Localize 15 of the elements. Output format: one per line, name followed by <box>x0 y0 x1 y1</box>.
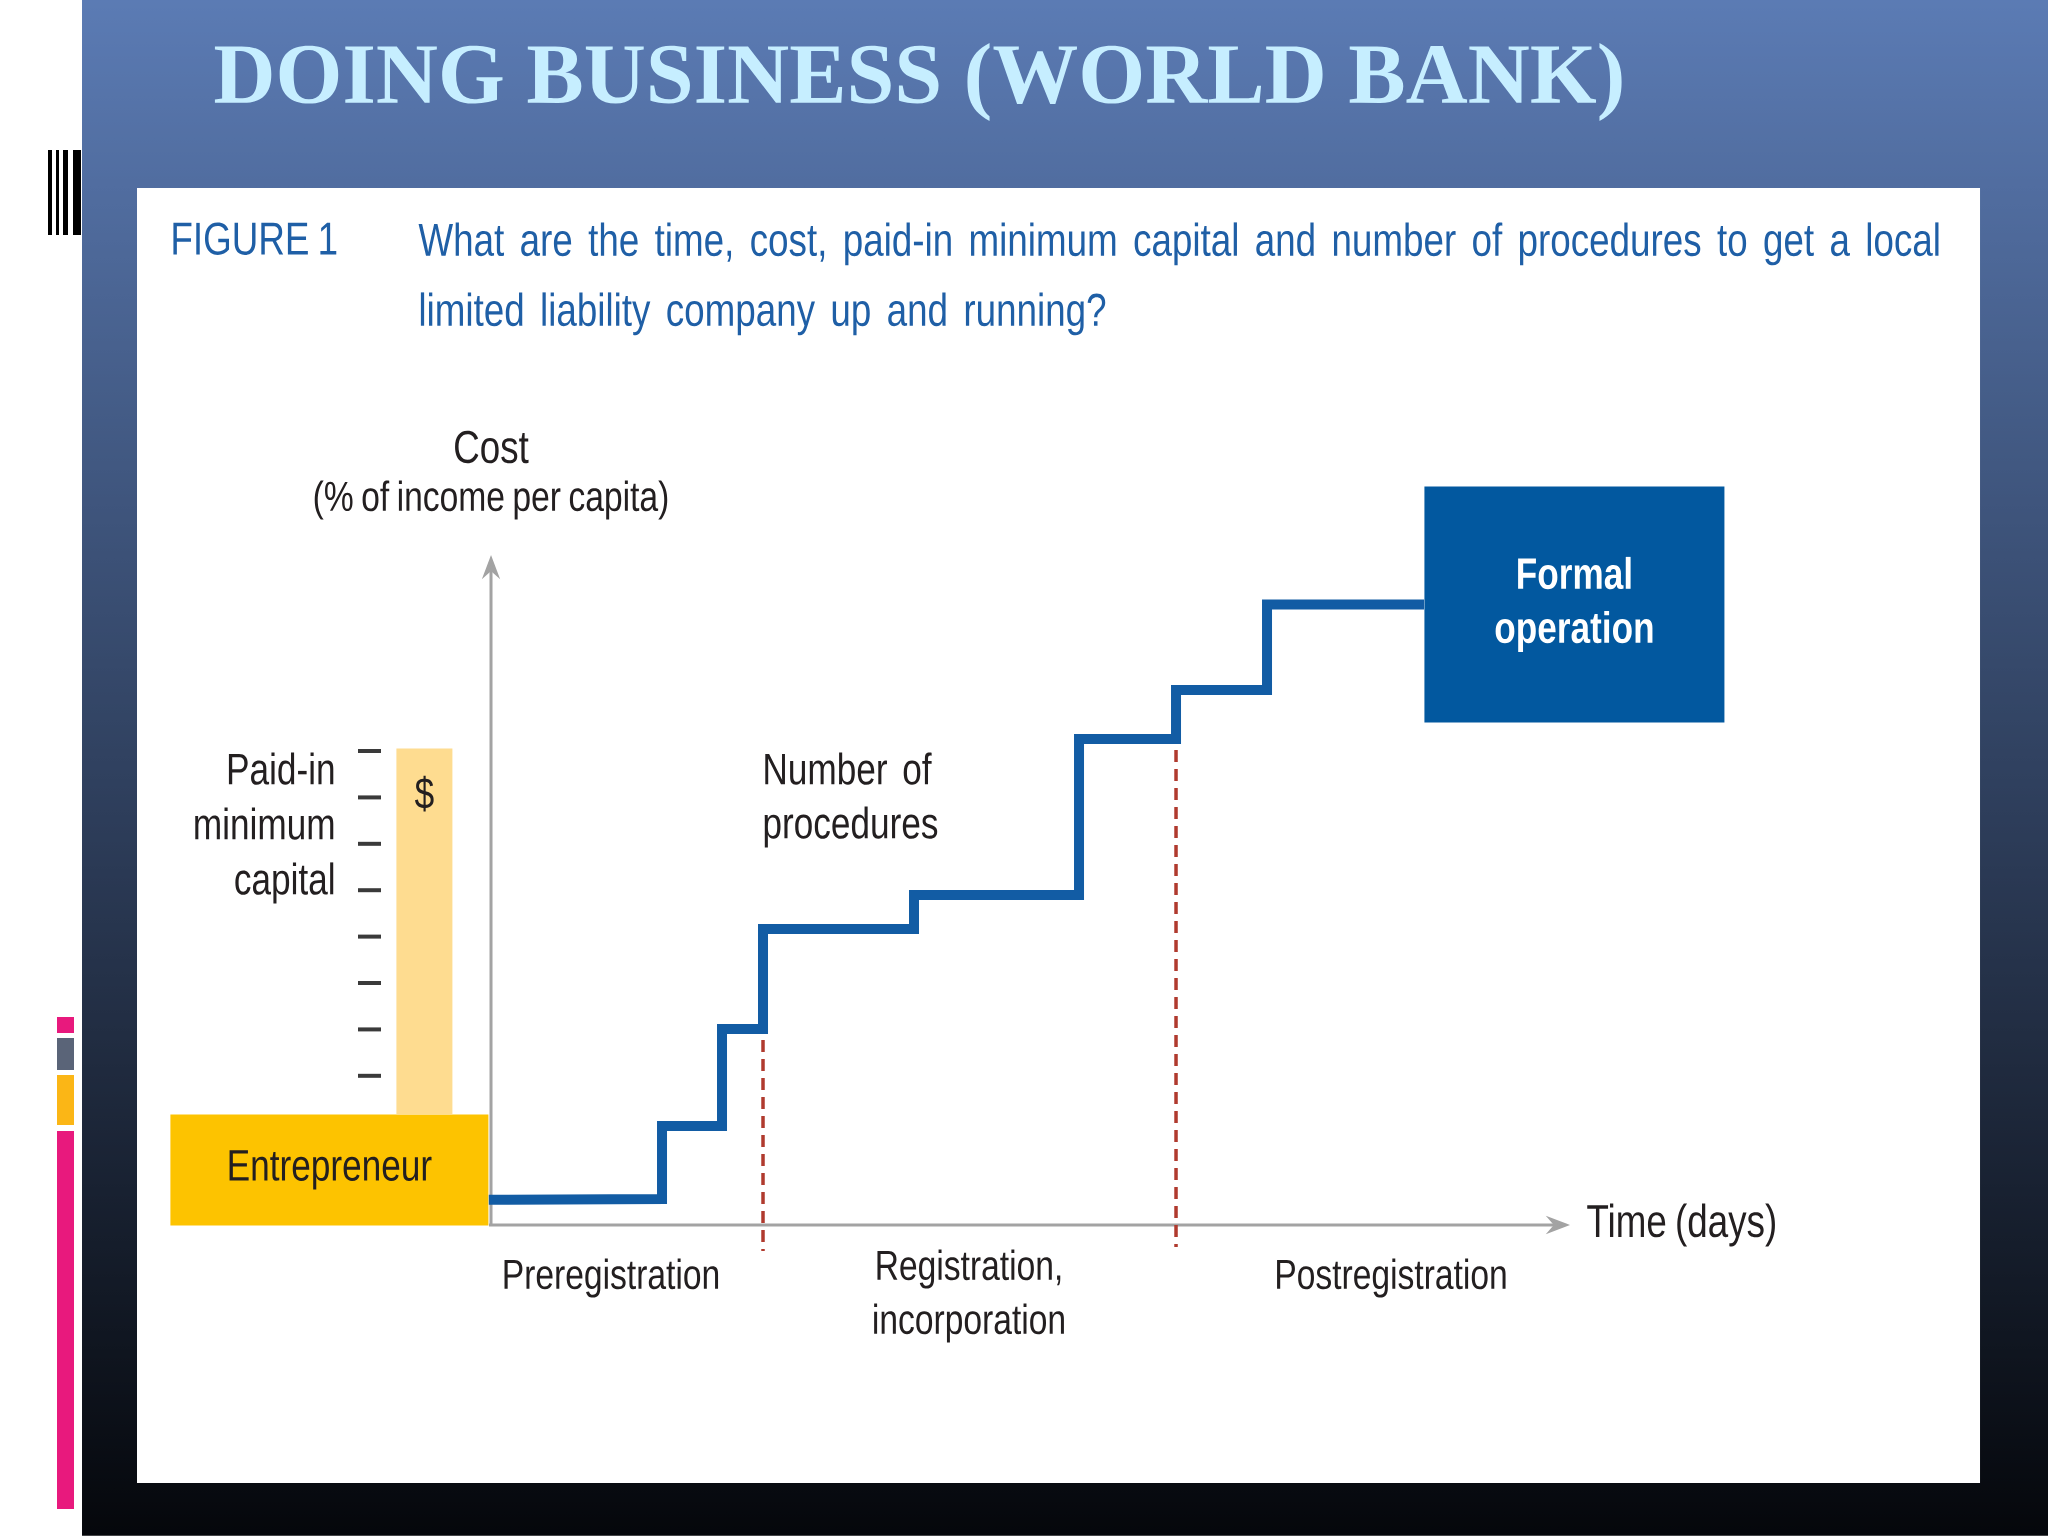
capital-bar: $ <box>396 748 453 1115</box>
step-line <box>488 599 1424 1205</box>
stage-box: Formal operation <box>1424 486 1725 723</box>
phase-label: Preregistration <box>504 1258 719 1298</box>
figure-number: FIGURE 1 <box>173 222 337 255</box>
slide-title: DOING BUSINESS (WORLD BANK) <box>214 43 1622 121</box>
bar-label: Paid-in minimum capital <box>195 752 334 904</box>
series-label: Number of procedures <box>764 752 938 848</box>
axis-title: Time (days) <box>1587 1203 1775 1247</box>
axis-title: Cost <box>455 430 529 464</box>
axis-unit: (% of income per capita) <box>314 480 668 520</box>
phase-label: Registration, incorporation <box>874 1249 1064 1343</box>
stage-box: Entrepreneur <box>170 1114 489 1226</box>
phase-label: Postregistration <box>1277 1258 1506 1298</box>
figure-question: What are the time, cost, paid-in minimum capital and number of procedures to get a local limited liability company up and running? <box>418 222 1939 336</box>
